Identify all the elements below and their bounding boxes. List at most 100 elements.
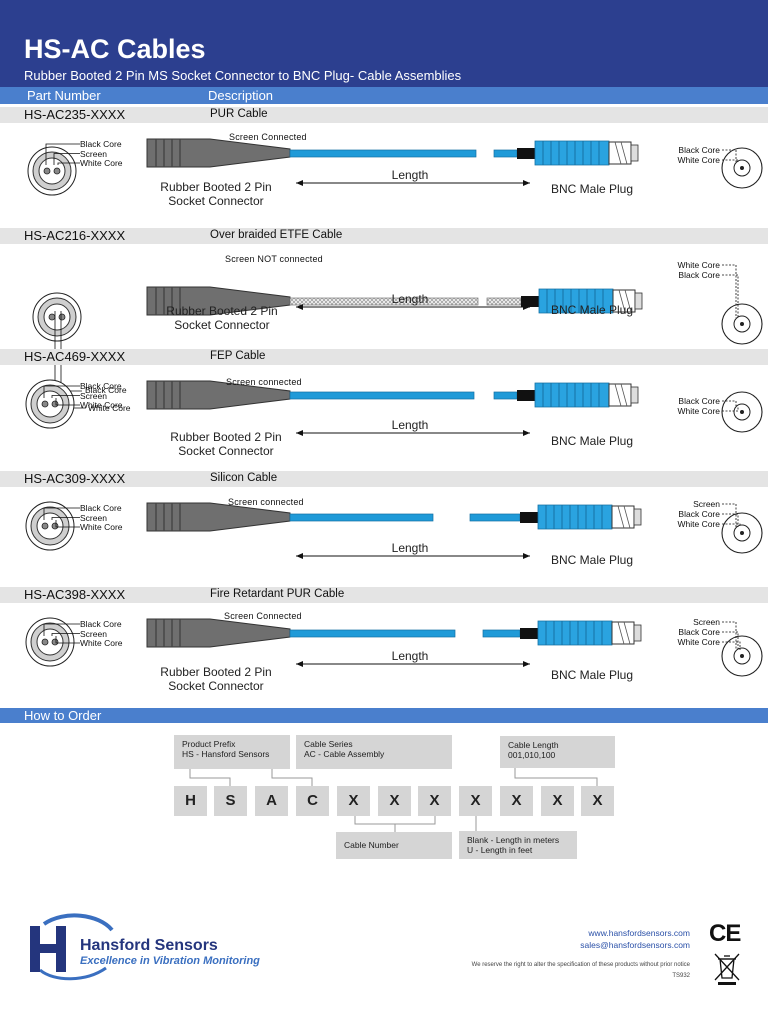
product-prefix-box: Product Prefix HS - Hansford Sensors bbox=[174, 735, 290, 769]
screen-caption: Screen Connected bbox=[224, 611, 302, 621]
strain-relief bbox=[517, 148, 535, 159]
right-core-label: Black Core bbox=[678, 509, 720, 519]
order-code-cell: H bbox=[174, 786, 207, 816]
left-core-label: White Core bbox=[80, 638, 123, 648]
right-core-label: Black Core bbox=[678, 396, 720, 406]
column-description: Description bbox=[208, 88, 274, 103]
email-link[interactable]: sales@hansfordsensors.com bbox=[580, 940, 690, 950]
product-prefix-title: Product Prefix bbox=[182, 739, 236, 749]
bnc-plug-label: BNC Male Plug bbox=[550, 182, 634, 196]
socket-face-icon bbox=[25, 501, 75, 551]
part-description: Silicon Cable bbox=[210, 472, 278, 484]
left-core-label: Screen bbox=[80, 512, 107, 523]
right-core-label: Black Core bbox=[678, 627, 720, 637]
part-number: HS-AC309-XXXX bbox=[24, 471, 126, 486]
bnc-plug-label: BNC Male Plug bbox=[550, 553, 634, 567]
bnc-face-icon bbox=[721, 512, 763, 554]
screen-caption: Screen connected bbox=[226, 377, 302, 387]
length-label: Length bbox=[391, 649, 429, 663]
part-description: Fire Retardant PUR Cable bbox=[210, 588, 345, 600]
bnc-tip bbox=[633, 508, 642, 526]
length-unit-box: Blank - Length in meters U - Length in f… bbox=[459, 831, 577, 859]
socket-face-icon bbox=[32, 292, 82, 342]
right-core-label: White Core bbox=[677, 519, 720, 529]
blue-cable bbox=[289, 629, 456, 638]
order-code-cell: X bbox=[500, 786, 533, 816]
order-code-cell: X bbox=[541, 786, 574, 816]
cable-length-value: 001,010,100 bbox=[508, 750, 556, 760]
bnc-plug-label: BNC Male Plug bbox=[550, 434, 634, 448]
cable-series-box: Cable Series AC - Cable Assembly bbox=[296, 735, 452, 769]
bnc-face-icon bbox=[721, 635, 763, 677]
order-code-cell: X bbox=[459, 786, 492, 816]
left-core-label: Black Core bbox=[80, 381, 122, 391]
screen-caption: Screen NOT connected bbox=[225, 254, 323, 264]
length-label: Length bbox=[391, 418, 429, 432]
cable-series-title: Cable Series bbox=[304, 739, 353, 749]
bnc-tip bbox=[630, 386, 639, 404]
ce-mark-icon: CE bbox=[709, 920, 741, 947]
order-code-cell: C bbox=[296, 786, 329, 816]
part-row: HS-AC309-XXXX Silicon Cable bbox=[0, 471, 768, 487]
right-core-label: White Core bbox=[677, 637, 720, 647]
part-description: FEP Cable bbox=[210, 350, 266, 362]
bnc-tip bbox=[630, 144, 639, 162]
cable-number-box: Cable Number bbox=[336, 832, 452, 859]
part-number: HS-AC235-XXXX bbox=[24, 107, 126, 122]
screen-caption: Screen connected bbox=[228, 497, 304, 507]
order-code-cell: X bbox=[581, 786, 614, 816]
length-label: Length bbox=[391, 292, 429, 306]
cable-length-box: Cable Length 001,010,100 bbox=[500, 736, 615, 768]
hansford-logo-icon bbox=[30, 913, 114, 981]
part-row: HS-AC469-XXXX FEP Cable bbox=[0, 349, 768, 365]
product-prefix-value: HS - Hansford Sensors bbox=[182, 749, 270, 759]
weee-bin-icon bbox=[714, 953, 740, 985]
part-number: HS-AC216-XXXX bbox=[24, 228, 126, 243]
socket-connector-label: Rubber Booted 2 Pin Socket Connector bbox=[170, 430, 282, 458]
left-core-label: Black Core bbox=[80, 139, 122, 149]
socket-connector-label: Rubber Booted 2 Pin Socket Connector bbox=[166, 304, 278, 332]
right-core-label: Black Core bbox=[678, 145, 720, 155]
bnc-plug-label: BNC Male Plug bbox=[550, 303, 634, 317]
column-header-bar: Part Number Description bbox=[0, 87, 768, 104]
brand-tagline: Excellence in Vibration Monitoring bbox=[80, 955, 260, 967]
column-part-number: Part Number bbox=[27, 88, 101, 103]
left-core-label: White Core bbox=[80, 158, 123, 168]
part-description: PUR Cable bbox=[210, 108, 268, 120]
left-core-label: Screen bbox=[80, 390, 107, 401]
website-link[interactable]: www.hansfordsensors.com bbox=[588, 928, 690, 938]
cable-number-label: Cable Number bbox=[344, 840, 399, 850]
bnc-face-icon bbox=[721, 391, 763, 433]
header-banner: HS-AC Cables Rubber Booted 2 Pin MS Sock… bbox=[0, 0, 768, 87]
part-row: HS-AC216-XXXX Over braided ETFE Cable bbox=[0, 228, 768, 244]
strain-relief bbox=[520, 512, 538, 523]
socket-face-icon bbox=[27, 146, 77, 196]
left-core-label: Screen bbox=[80, 148, 107, 159]
bnc-face-icon bbox=[721, 303, 763, 345]
socket-face-icon bbox=[25, 379, 75, 429]
left-core-label: Screen bbox=[80, 628, 107, 639]
left-core-label: White Core bbox=[80, 400, 123, 410]
part-number: HS-AC398-XXXX bbox=[24, 587, 126, 602]
blue-cable bbox=[289, 149, 477, 158]
socket-face-icon bbox=[25, 617, 75, 667]
bnc-face-icon bbox=[721, 147, 763, 189]
how-to-order-title: How to Order bbox=[24, 708, 102, 723]
order-code-cell: X bbox=[337, 786, 370, 816]
screen-caption: Screen Connected bbox=[229, 132, 307, 142]
part-row: HS-AC235-XXXX PUR Cable bbox=[0, 107, 768, 123]
left-core-label: Black Core bbox=[85, 385, 127, 395]
disclaimer-text: We reserve the right to alter the specif… bbox=[471, 962, 690, 968]
left-core-label: Black Core bbox=[80, 619, 122, 629]
left-core-label: Black Core bbox=[80, 503, 122, 513]
socket-connector-label: Rubber Booted 2 Pin Socket Connector bbox=[160, 180, 272, 208]
strain-relief bbox=[521, 296, 539, 307]
part-number: HS-AC469-XXXX bbox=[24, 349, 126, 364]
length-label: Length bbox=[391, 541, 429, 555]
order-code-cell: X bbox=[378, 786, 411, 816]
brand-name: Hansford Sensors bbox=[80, 937, 218, 954]
right-core-label: Screen bbox=[693, 499, 720, 509]
